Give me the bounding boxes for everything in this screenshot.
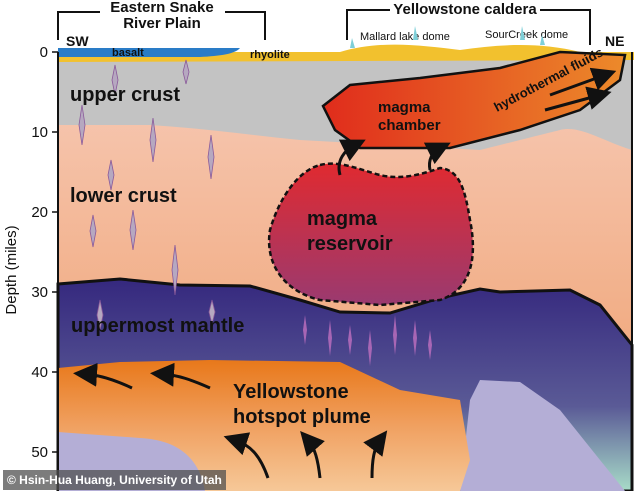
tick-40: 40: [31, 364, 48, 381]
chamber-label-line1: magma: [378, 99, 431, 116]
right-region-bracket: [346, 9, 591, 45]
hotspot-plume: [58, 360, 470, 491]
plume-label-line2: hotspot plume: [233, 406, 371, 428]
plume-label-line1: Yellowstone: [233, 381, 349, 403]
right-region-label: Yellowstone caldera: [393, 1, 537, 18]
y-axis-label: Depth (miles): [3, 225, 20, 314]
left-region-line2: River Plain: [123, 15, 201, 32]
basalt-layer: [58, 48, 240, 57]
tick-0: 0: [40, 44, 48, 61]
mallard-dome-label: Mallard lake dome: [360, 31, 450, 43]
reservoir-label-line1: magma: [307, 208, 378, 230]
direction-sw: SW: [66, 33, 89, 49]
rhyolite-label: rhyolite: [250, 49, 290, 61]
sourcreek-dome-label: SourCreek dome: [485, 29, 568, 41]
dikes: [78, 59, 216, 331]
left-region-bracket: [57, 11, 266, 40]
lower-crust-label: lower crust: [70, 185, 177, 207]
tick-30: 30: [31, 284, 48, 301]
magma-reservoir: [267, 162, 475, 307]
tick-50: 50: [31, 444, 48, 461]
reservoir-label-line2: reservoir: [307, 233, 393, 255]
y-ticks: [52, 51, 58, 453]
tick-20: 20: [31, 204, 48, 221]
left-region-line1: Eastern Snake: [110, 0, 213, 16]
basalt-label: basalt: [112, 47, 144, 59]
flow-arrows: [73, 67, 617, 479]
upper-crust-label: upper crust: [70, 84, 180, 106]
tick-10: 10: [31, 124, 48, 141]
deep-mantle-right: [460, 380, 625, 491]
mantle-melt-streaks: [303, 315, 432, 366]
dome-icons: [350, 26, 545, 48]
uppermost-mantle-label: uppermost mantle: [71, 315, 244, 337]
chamber-label-line2: chamber: [378, 117, 441, 134]
direction-ne: NE: [605, 33, 624, 49]
image-credit: © Hsin-Hua Huang, University of Utah: [3, 470, 226, 490]
